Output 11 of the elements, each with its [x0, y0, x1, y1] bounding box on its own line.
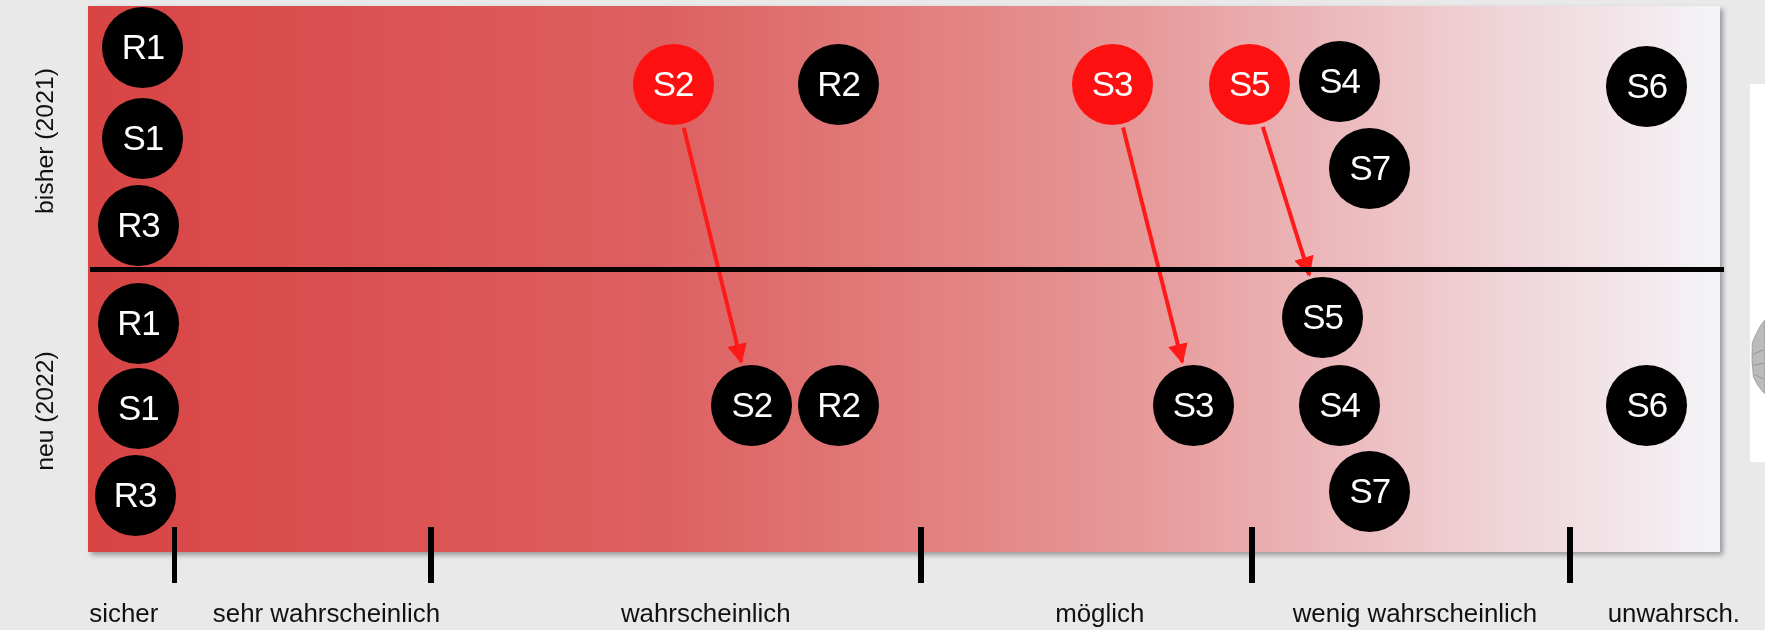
scale-label: wahrscheinlich: [620, 598, 791, 628]
scale-label: wenig wahrscheinlich: [1292, 598, 1538, 628]
arrow: [1260, 126, 1314, 277]
scale-label: sicher: [89, 598, 159, 628]
scale-label: unwahrsch.: [1607, 598, 1740, 628]
row-label: bisher (2021): [31, 67, 59, 214]
scale-label: sehr wahrscheinlich: [212, 598, 441, 628]
arrow: [681, 127, 747, 364]
arrow: [1121, 127, 1188, 364]
scale-label: möglich: [1055, 598, 1145, 628]
row-label: neu (2022): [31, 351, 59, 471]
